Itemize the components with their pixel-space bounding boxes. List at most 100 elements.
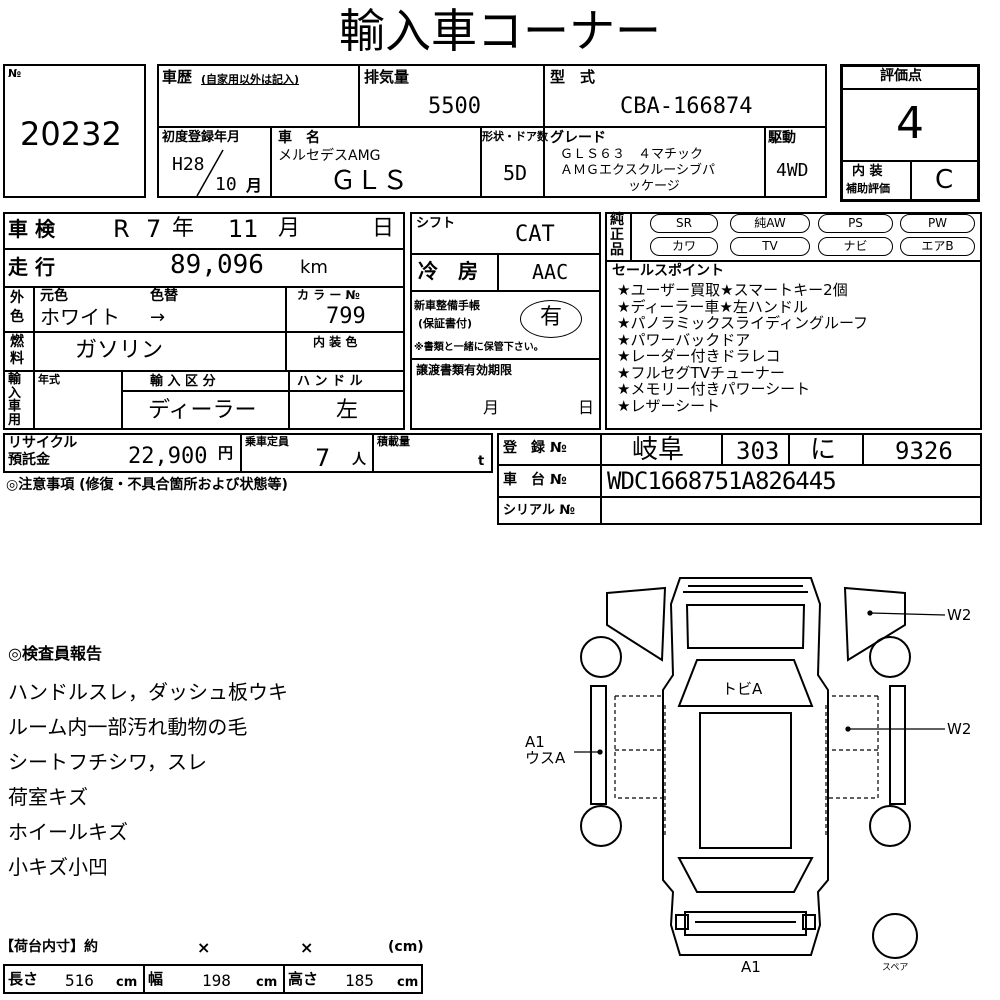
sales-point: ★フルセグTVチューナー [617,363,785,382]
front-right-wheel [869,636,911,678]
history-note: (自家用以外は記入) [201,73,300,86]
sales-points-list: ★ユーザー買取★スマートキー2個 ★ディーラー車★左ハンドル ★パノラミックスラ… [617,282,868,414]
front-bumper [683,585,808,593]
cargo-x1: × [197,938,211,957]
diagram-a1-bottom: A1 [741,958,761,976]
aircon-label: 冷 房 [418,259,478,283]
inspector-title: ◎検査員報告 [8,644,102,663]
cargo-length-unit: cm [116,975,138,990]
diagram-usu-a: ウスA [525,749,566,767]
rear-bumper [684,911,807,936]
inspection-label: 車 検 [8,217,55,241]
orig-color-label: 元色 [40,288,68,304]
cargo-height-label: 高さ [288,970,319,988]
car-name-label: 車 名 [278,130,320,146]
diagram-a1-left: A1 [525,733,545,751]
grade-line2: ＡＭＧエクスクルーシブパ [560,163,715,178]
car-name: ＧＬＳ [330,166,409,196]
chassis-value: WDC1668751A826445 [607,467,837,495]
car-maker: メルセデスAMG [278,148,381,164]
sales-point: ★ディーラー車★左ハンドル [617,297,808,316]
recycle-label-2: 預託金 [8,452,50,468]
diagram-spare-label: スペア [882,963,909,973]
cargo-width-label: 幅 [148,970,164,988]
mileage-value: 89,096 [170,250,264,280]
right-open-door [843,586,906,662]
spec-block [3,212,405,430]
color-no: 799 [326,304,366,329]
equip-alloy-wheel: 純AW [730,214,810,233]
import-type-label: 輸 入 区 分 [150,374,216,389]
spare-tire [872,913,918,959]
inspector-line: 荷室キズ [8,785,88,809]
cargo-length-label: 長さ [8,970,39,988]
maintenance-label-1: 新車整備手帳 [414,299,480,312]
maintenance-value: 有 [540,305,563,330]
exterior-label-2: 色 [10,309,24,325]
diagram-w2-mid: W2 [947,720,972,738]
inspector-lines: ハンドルスレ，ダッシュ板ウキ ルーム内一部汚れ動物の毛 シートフチシワ，スレ 荷… [8,675,288,885]
lot-box [3,64,146,198]
registration-number: 9326 [895,437,953,465]
left-tail-light [675,914,689,930]
windshield [677,659,814,707]
rear-right-wheel [869,805,911,847]
exterior-label-1: 外 [10,290,24,306]
first-reg-month-unit: 月 [246,176,263,195]
first-reg-slash [196,149,224,197]
sales-block [605,212,982,430]
equip-ps: PS [818,214,893,233]
equip-airbag: エアB [900,237,975,256]
shape-value: 5D [503,161,528,185]
import-type-value: ディーラー [148,398,257,423]
right-tail-light [802,914,816,930]
transfer-month: 月 [483,398,500,417]
cargo-title: 【荷台内寸】約 [0,939,98,955]
drive-value: 4WD [776,160,809,181]
front-left-wheel [580,636,622,678]
recycle-row [3,433,493,473]
fuel-label-1: 燃 [10,334,24,350]
shape-label: 形状・ドア数 [482,130,548,143]
import-label: 輸入車用 [8,372,22,428]
inspector-line: ホイールキズ [8,820,128,844]
drive-label: 駆動 [768,130,796,146]
load-label: 積載量 [377,435,410,448]
cargo-width-unit: cm [256,975,278,990]
cargo-width: 198 [202,971,231,990]
exterior-color: ホワイト [40,305,120,329]
model-value: CBA-166874 [620,94,753,119]
score-label: 評価点 [880,68,922,84]
first-reg-month: 10 [215,174,237,195]
cargo-height: 185 [345,971,374,990]
recycle-label-1: リサイクル [8,435,78,451]
diagram-tobi-a: トビA [722,680,763,698]
maintenance-circle [520,300,582,338]
right-side-panel [889,685,906,805]
inspection-month: 11 [228,215,259,243]
load-unit: t [478,454,485,469]
capacity-label: 乗車定員 [245,435,289,448]
inspector-line: ハンドルスレ，ダッシュ板ウキ [8,680,288,704]
cargo-unit-header: (cm) [388,939,424,955]
equip-block [410,212,601,430]
diagram-w2-top: W2 [947,606,972,624]
left-side-panel [590,685,607,805]
interior-label-1: 内 装 [852,164,883,179]
cargo-box [3,964,423,994]
right-doors-outline [828,695,879,799]
shift-label: シフト [416,216,456,231]
handle-label: ハ ン ド ル [297,374,363,389]
first-reg-label: 初度登録年月 [162,130,241,145]
mileage-unit: km [300,257,328,278]
registration-area: 岐阜 [632,435,685,465]
grade-line1: ＧＬＳ６３ ４マチック [560,147,704,162]
hood [685,604,806,649]
registration-block [497,433,982,525]
inspection-era: R [113,215,130,243]
handle-value: 左 [336,398,359,423]
caution-note: ◎注意事項 (修復・不具合箇所および状態等) [6,477,288,493]
equip-sr: SR [650,214,718,233]
cargo-height-unit: cm [397,975,419,990]
sales-point: ★ユーザー買取★スマートキー2個 [617,281,848,299]
